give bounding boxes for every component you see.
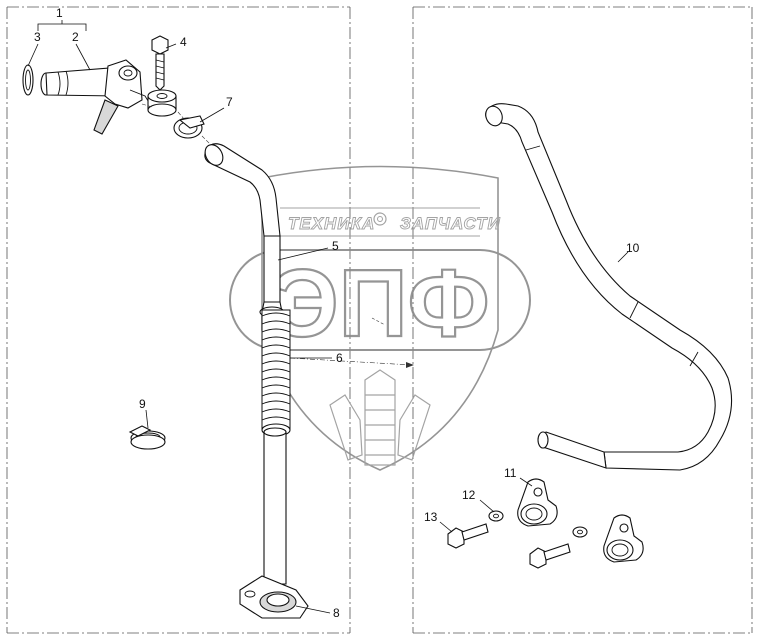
watermark-text-right: ЗАПЧАСТИ	[400, 214, 501, 233]
panel-frames	[6, 6, 753, 634]
washer-part-12	[488, 510, 588, 538]
callout-12: 12	[462, 488, 476, 502]
watermark-text-left: ТЕХНИКА	[288, 214, 375, 233]
callout-11: 11	[504, 466, 517, 480]
gasket-part-3	[22, 64, 34, 96]
lower-hose	[263, 427, 287, 585]
callout-3: 3	[34, 30, 41, 44]
hose-part-10	[485, 103, 733, 471]
callout-5: 5	[332, 239, 339, 253]
callout-4: 4	[180, 35, 187, 49]
part-1-bracket-assembly	[22, 59, 151, 135]
bracket-part-8	[239, 575, 309, 619]
callout-labels: 1 2 3 4 5 6 7 8 9 10 11 12 13	[34, 6, 640, 620]
leader-lines	[27, 20, 629, 614]
callout-9: 9	[139, 397, 146, 411]
watermark-logo-text: ЭПФ	[270, 250, 489, 357]
callout-13: 13	[424, 510, 438, 524]
callout-1: 1	[56, 6, 63, 20]
callout-7: 7	[226, 95, 233, 109]
bolt-part-13	[447, 523, 571, 569]
callout-8: 8	[333, 606, 340, 620]
callout-6: 6	[336, 351, 343, 365]
bolt-part-4	[151, 35, 169, 91]
callout-10: 10	[626, 241, 640, 255]
spring-guard-part-6	[261, 309, 291, 437]
watermark-logo: ТЕХНИКА ЗАПЧАСТИ ЭПФ	[229, 165, 531, 471]
callout-2: 2	[72, 30, 79, 44]
hose-part-5	[204, 143, 285, 318]
wheat-icon	[329, 369, 431, 466]
clamp-part-7	[173, 115, 205, 139]
clip-part-11	[517, 478, 644, 563]
center-lines	[141, 103, 414, 368]
bushing	[147, 89, 177, 117]
gear-icon	[373, 212, 387, 226]
clamp-part-9	[128, 425, 166, 450]
